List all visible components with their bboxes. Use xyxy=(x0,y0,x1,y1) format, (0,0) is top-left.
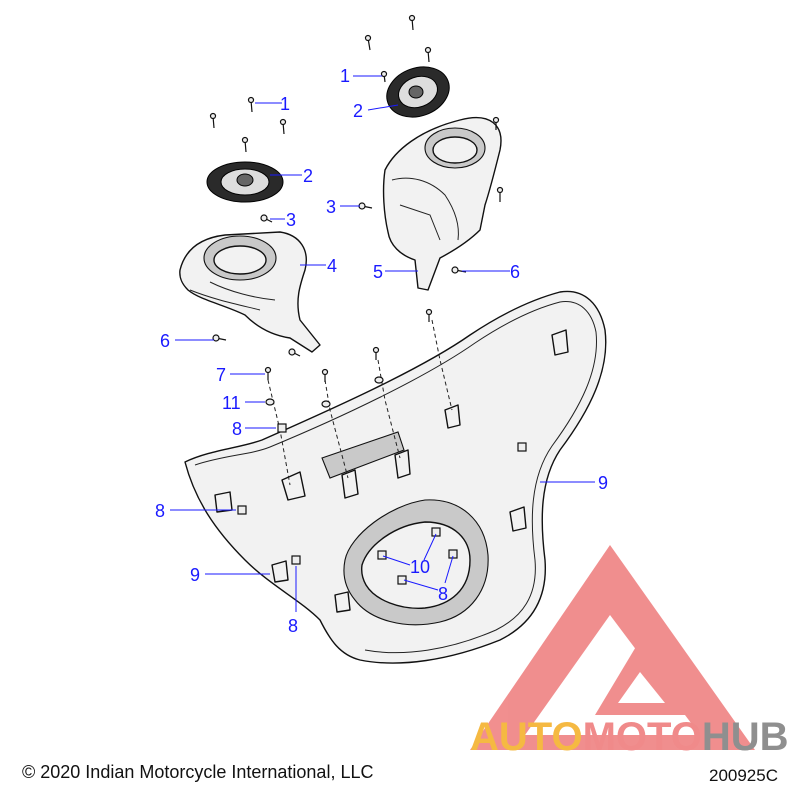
callout-4: 4 xyxy=(327,256,337,276)
callout-1: 1 xyxy=(340,66,350,86)
watermark-moto: MOTO xyxy=(583,715,702,759)
screw-part xyxy=(264,366,272,380)
callout-7: 7 xyxy=(216,365,226,385)
washer-part xyxy=(374,376,384,384)
right-speaker-enclosure-part xyxy=(382,116,502,291)
screw-part xyxy=(288,348,301,357)
clip-part xyxy=(277,423,287,433)
screw-part xyxy=(364,34,372,51)
watermark-text: AUTOMOTOHUB xyxy=(470,715,789,759)
screw-part xyxy=(279,118,287,135)
callout-3: 3 xyxy=(326,197,336,217)
screw-part xyxy=(492,116,500,130)
clip-part xyxy=(517,442,527,452)
screw-part xyxy=(451,266,467,274)
screw-part xyxy=(372,346,380,360)
clip-part xyxy=(237,505,247,515)
callout-11: 11 xyxy=(222,393,241,413)
callout-8: 8 xyxy=(155,501,165,521)
callout-labels: 1 1 2 2 3 3 4 5 6 6 7 11 8 8 8 8 9 9 10 xyxy=(155,66,608,636)
left-speaker-part xyxy=(206,161,284,203)
callout-6: 6 xyxy=(510,262,520,282)
copyright-text: © 2020 Indian Motorcycle International, … xyxy=(22,762,374,782)
screw-part xyxy=(358,202,373,210)
inner-fairing-part xyxy=(184,290,607,664)
screw-part xyxy=(380,70,388,83)
watermark-auto: AUTO xyxy=(470,715,583,759)
callout-2: 2 xyxy=(303,166,313,186)
clip-part xyxy=(448,549,458,559)
screw-part xyxy=(209,112,217,129)
fasteners xyxy=(209,14,527,585)
callout-3: 3 xyxy=(286,210,296,230)
automotohub-logo xyxy=(470,545,755,750)
screw-part xyxy=(496,186,504,202)
watermark-hub: HUB xyxy=(702,715,789,759)
callout-2: 2 xyxy=(353,101,363,121)
screw-part xyxy=(212,334,227,342)
clip-part xyxy=(397,575,407,585)
clip-part xyxy=(377,550,387,560)
screw-part xyxy=(260,214,273,223)
screw-part xyxy=(241,136,249,153)
screw-part xyxy=(321,368,329,382)
callout-1: 1 xyxy=(280,94,290,114)
washer-part xyxy=(321,400,331,408)
callout-8: 8 xyxy=(288,616,298,636)
callout-8: 8 xyxy=(438,584,448,604)
callout-6: 6 xyxy=(160,331,170,351)
right-speaker-part xyxy=(386,66,450,118)
leader-lines xyxy=(170,75,595,612)
screw-part xyxy=(424,46,432,63)
clip-part xyxy=(291,555,301,565)
callout-10: 10 xyxy=(410,557,430,577)
callout-9: 9 xyxy=(190,565,200,585)
clip-part xyxy=(431,527,441,537)
callout-9: 9 xyxy=(598,473,608,493)
callout-5: 5 xyxy=(373,262,383,282)
screw-part xyxy=(408,14,416,31)
washer-part xyxy=(265,398,275,406)
left-speaker-enclosure-part xyxy=(179,231,321,353)
figure-id: 200925C xyxy=(708,766,778,785)
logo-triangle-hole xyxy=(618,672,665,703)
screw-part xyxy=(247,96,255,113)
screw-part xyxy=(425,308,433,322)
callout-8: 8 xyxy=(232,419,242,439)
